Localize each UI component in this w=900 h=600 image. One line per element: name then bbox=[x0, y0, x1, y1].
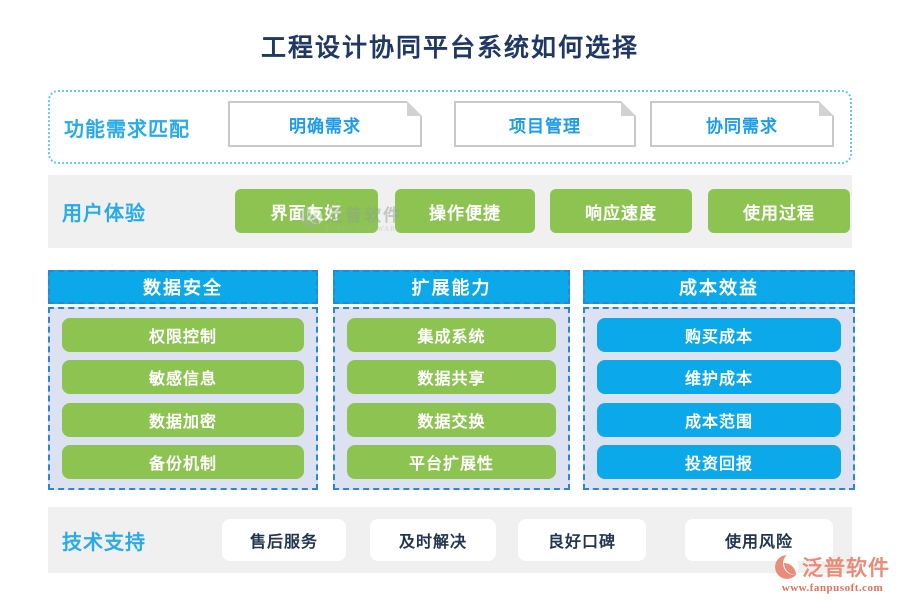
support-item-timely-resolution[interactable]: 及时解决 bbox=[370, 519, 496, 561]
extensibility-item-data-exchange[interactable]: 数据交换 bbox=[347, 402, 556, 437]
section-user-experience: 用户体验 界面友好 操作便捷 响应速度 使用过程 bbox=[48, 175, 852, 248]
function-item-clarify-needs[interactable]: 明确需求 bbox=[228, 101, 422, 147]
security-item-permission-control[interactable]: 权限控制 bbox=[62, 317, 304, 352]
extensibility-item-platform-scalability[interactable]: 平台扩展性 bbox=[347, 445, 556, 480]
security-item-backup-mechanism[interactable]: 备份机制 bbox=[62, 445, 304, 480]
ux-item-response-speed[interactable]: 响应速度 bbox=[550, 189, 692, 233]
column-extensibility: 扩展能力 集成系统 数据共享 数据交换 平台扩展性 bbox=[333, 270, 570, 496]
section-support-label: 技术支持 bbox=[62, 531, 146, 554]
column-extensibility-body: 集成系统 数据共享 数据交换 平台扩展性 bbox=[333, 307, 570, 490]
criteria-columns: 数据安全 权限控制 敏感信息 数据加密 备份机制 扩展能力 集成系统 数据共享 … bbox=[48, 270, 855, 496]
section-tech-support: 技术支持 售后服务 及时解决 良好口碑 使用风险 bbox=[48, 507, 852, 573]
support-item-good-reputation[interactable]: 良好口碑 bbox=[518, 519, 646, 561]
column-cost-benefit-header: 成本效益 bbox=[583, 270, 855, 304]
ux-item-easy-operation[interactable]: 操作便捷 bbox=[395, 189, 535, 233]
watermark-footer-url: www.fanpusoft.com bbox=[781, 582, 884, 594]
cost-item-cost-range[interactable]: 成本范围 bbox=[597, 402, 841, 437]
security-item-sensitive-info[interactable]: 敏感信息 bbox=[62, 360, 304, 395]
cost-item-roi[interactable]: 投资回报 bbox=[597, 445, 841, 480]
security-item-data-encryption[interactable]: 数据加密 bbox=[62, 402, 304, 437]
ux-item-friendly-ui[interactable]: 界面友好 bbox=[235, 189, 378, 233]
column-cost-benefit-body: 购买成本 维护成本 成本范围 投资回报 bbox=[583, 307, 855, 490]
column-cost-benefit: 成本效益 购买成本 维护成本 成本范围 投资回报 bbox=[583, 270, 855, 496]
cost-item-maintenance-cost[interactable]: 维护成本 bbox=[597, 360, 841, 395]
function-item-project-management[interactable]: 项目管理 bbox=[454, 101, 636, 147]
page-title: 工程设计协同平台系统如何选择 bbox=[260, 35, 639, 62]
watermark-footer: 泛普软件 www.fanpusoft.com bbox=[775, 552, 890, 594]
column-data-security-header: 数据安全 bbox=[48, 270, 318, 304]
column-data-security-body: 权限控制 敏感信息 数据加密 备份机制 bbox=[48, 307, 318, 490]
section-ux-label: 用户体验 bbox=[62, 203, 146, 225]
ux-item-usage-process[interactable]: 使用过程 bbox=[708, 189, 850, 233]
fanpu-logo-icon bbox=[775, 555, 799, 579]
extensibility-item-system-integration[interactable]: 集成系统 bbox=[347, 317, 556, 352]
watermark-footer-name: 泛普软件 bbox=[802, 556, 890, 580]
support-item-after-sales[interactable]: 售后服务 bbox=[222, 519, 346, 561]
support-item-usage-risk[interactable]: 使用风险 bbox=[685, 519, 833, 561]
column-extensibility-header: 扩展能力 bbox=[333, 270, 570, 304]
column-data-security: 数据安全 权限控制 敏感信息 数据加密 备份机制 bbox=[48, 270, 318, 496]
function-item-collaboration-needs[interactable]: 协同需求 bbox=[650, 101, 834, 147]
section-function-label: 功能需求匹配 bbox=[64, 118, 190, 141]
extensibility-item-data-sharing[interactable]: 数据共享 bbox=[347, 360, 556, 395]
section-function-requirements: 功能需求匹配 明确需求 项目管理 协同需求 bbox=[48, 90, 852, 164]
cost-item-purchase-cost[interactable]: 购买成本 bbox=[597, 317, 841, 352]
